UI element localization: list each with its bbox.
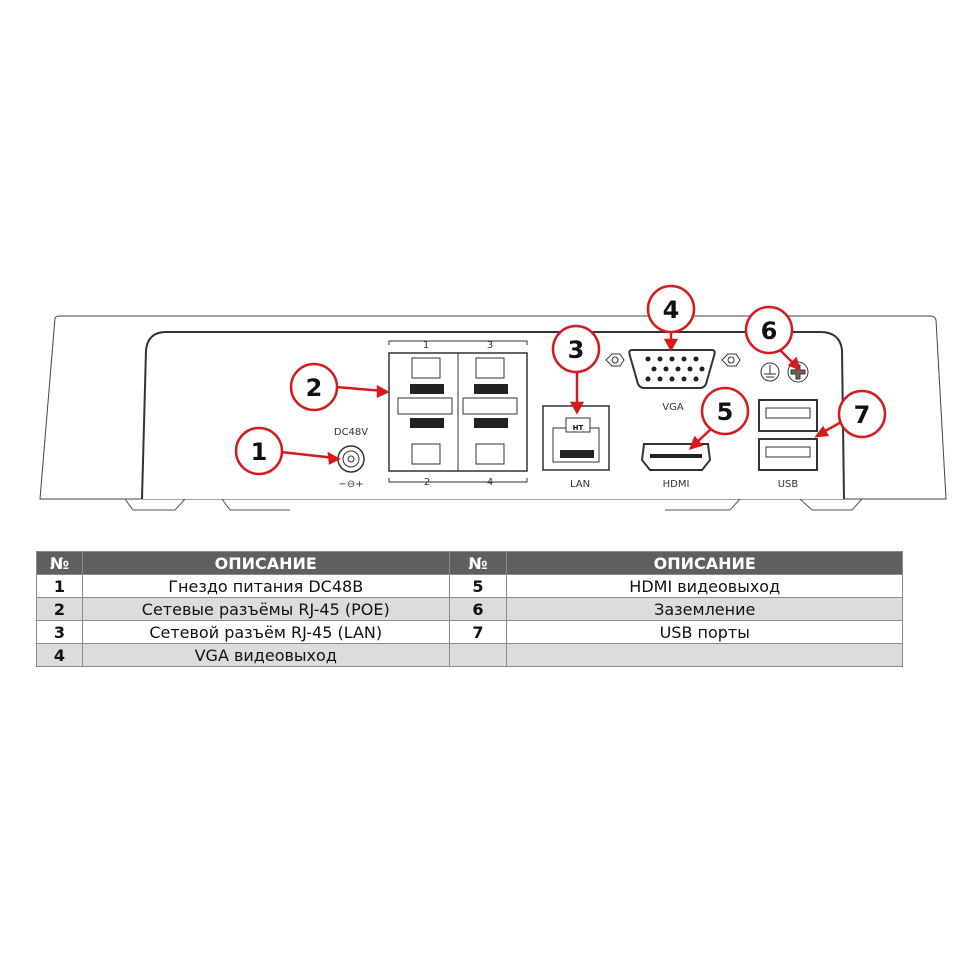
callout-7: 7 [837, 389, 887, 439]
table-row: 4 VGA видеовыход [36, 643, 903, 667]
poe-port-1-label: 1 [423, 340, 429, 351]
row-number: 2 [36, 597, 83, 621]
svg-text:3: 3 [568, 336, 585, 364]
dc-label: DC48V [334, 427, 368, 438]
row-description: VGA видеовыход [81, 643, 450, 667]
foot-right [799, 498, 863, 511]
lan-tag: HT [573, 424, 584, 432]
lan-rj45-port: HT [542, 405, 610, 471]
poe-port-3-label: 3 [487, 340, 493, 351]
row-number [448, 643, 508, 667]
row-description: USB порты [506, 620, 903, 644]
row-number: 6 [448, 597, 508, 621]
table-header-row: № ОПИСАНИЕ № ОПИСАНИЕ [36, 551, 903, 575]
foot-left [124, 498, 186, 511]
header-description-1: ОПИСАНИЕ [81, 551, 450, 575]
row-number: 5 [448, 574, 508, 598]
row-number: 7 [448, 620, 508, 644]
poe-port-4-label: 4 [487, 477, 493, 488]
row-number: 3 [36, 620, 83, 644]
hdmi-port [640, 443, 712, 471]
hdmi-label: HDMI [663, 479, 690, 490]
row-description: Сетевые разъёмы RJ-45 (POE) [81, 597, 450, 621]
svg-text:2: 2 [306, 374, 323, 402]
table-row: 2 Сетевые разъёмы RJ-45 (POE) 6 Заземлен… [36, 597, 903, 621]
table-row: 3 Сетевой разъём RJ-45 (LAN) 7 USB порты [36, 620, 903, 644]
callout-3: 3 [551, 324, 601, 374]
callout-6: 6 [744, 305, 794, 355]
device-rear-panel-diagram: DC48V −⊖+ 1 3 2 4 HT LAN [39, 284, 947, 511]
poe-port-2-label: 2 [424, 477, 430, 488]
row-description: Заземление [506, 597, 903, 621]
lan-label: LAN [570, 479, 590, 490]
dc-power-jack: DC48V −⊖+ [334, 427, 368, 490]
polarity-label: −⊖+ [338, 479, 363, 490]
ground-symbol-icon [760, 362, 780, 382]
foot-mid-right [665, 498, 741, 511]
row-number: 1 [36, 574, 83, 598]
table-row: 1 Гнездо питания DC48В 5 HDMI видеовыход [36, 574, 903, 598]
vga-label: VGA [662, 402, 684, 413]
svg-text:4: 4 [663, 296, 680, 324]
svg-text:7: 7 [854, 401, 871, 429]
row-description: HDMI видеовыход [506, 574, 903, 598]
header-description-2: ОПИСАНИЕ [506, 551, 903, 575]
row-number: 4 [36, 643, 83, 667]
foot-mid-left [221, 498, 290, 511]
callout-2: 2 [289, 362, 339, 412]
usb-label: USB [778, 479, 799, 490]
header-number-1: № [36, 551, 83, 575]
row-description: Гнездо питания DC48В [81, 574, 450, 598]
vga-port [605, 349, 741, 389]
header-number-2: № [448, 551, 508, 575]
svg-text:6: 6 [761, 317, 778, 345]
row-description: Сетевой разъём RJ-45 (LAN) [81, 620, 450, 644]
svg-text:1: 1 [251, 438, 268, 466]
usb-ports [758, 399, 818, 471]
row-description [506, 643, 903, 667]
ports-description-table: № ОПИСАНИЕ № ОПИСАНИЕ 1 Гнездо питания D… [36, 551, 903, 667]
callout-1: 1 [234, 426, 284, 476]
svg-text:5: 5 [717, 398, 734, 426]
callout-5: 5 [700, 386, 750, 436]
callout-4: 4 [646, 284, 696, 334]
poe-rj45-ports [388, 340, 528, 483]
